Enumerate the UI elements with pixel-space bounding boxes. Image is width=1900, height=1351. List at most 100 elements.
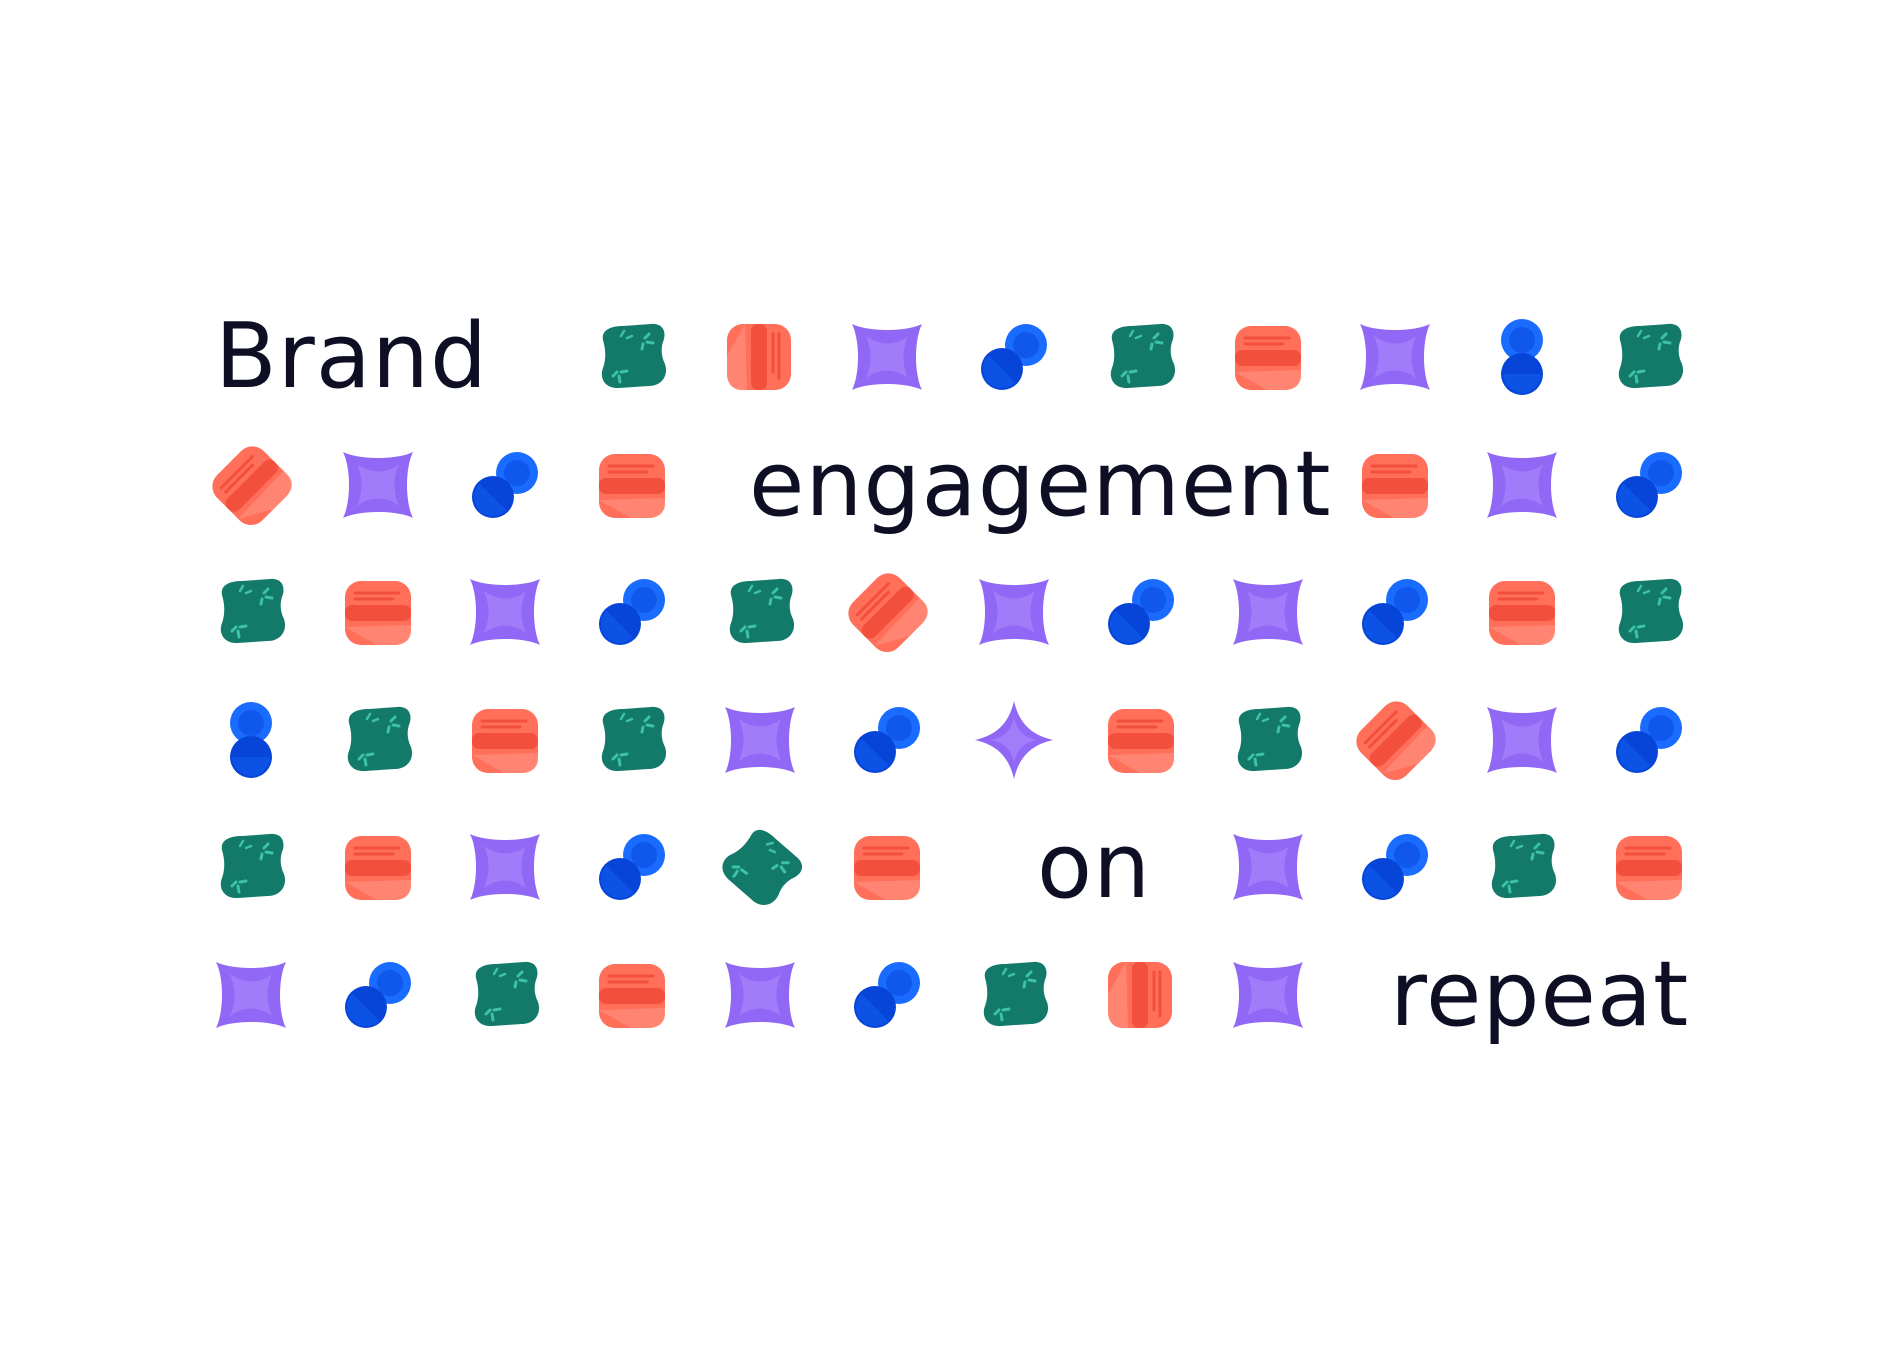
coral-stack-icon — [337, 571, 419, 653]
green-blob-shape — [601, 706, 667, 772]
purple-star-shape — [470, 834, 540, 900]
blue-pair-d-shape — [598, 833, 666, 901]
purple-star-icon — [1354, 316, 1436, 398]
blue-pair-d-icon — [591, 571, 673, 653]
blue-pair-d-icon — [846, 954, 928, 1036]
green-blob-tilt-icon — [719, 826, 803, 908]
coral-stack-shape — [1489, 581, 1555, 645]
green-blob-icon — [1608, 316, 1690, 398]
coral-stack-icon — [464, 699, 546, 781]
coral-stack-tilt-icon — [210, 444, 292, 526]
coral-stack-icon — [591, 444, 673, 526]
coral-stack-shape — [345, 581, 411, 645]
coral-stack-icon — [337, 826, 419, 908]
coral-stack-icon — [591, 954, 673, 1036]
purple-star-shape — [1360, 324, 1430, 390]
blue-pair-d-icon — [846, 699, 928, 781]
blue-pair-d-shape — [1615, 451, 1683, 519]
green-blob-icon — [210, 826, 292, 908]
purple-star-icon — [464, 571, 546, 653]
coral-stack-shape — [599, 964, 665, 1028]
purple-star-shape — [725, 962, 795, 1028]
blue-pair-d-icon — [1354, 571, 1436, 653]
green-blob-icon — [464, 954, 546, 1036]
blue-pair-d-shape — [853, 706, 921, 774]
purple-star-icon — [846, 316, 928, 398]
green-blob-icon — [1608, 571, 1690, 653]
coral-stack-tilt-shape — [212, 446, 292, 526]
blue-pair-d-shape — [853, 961, 921, 1029]
blue-pair-d-shape — [1361, 833, 1429, 901]
blue-pair-d-icon — [337, 954, 419, 1036]
green-blob-shape — [1491, 833, 1557, 899]
blue-pair-d-shape — [344, 961, 412, 1029]
blue-pair-d-shape — [598, 578, 666, 646]
purple-star-icon — [1227, 954, 1309, 1036]
headline-word-4: repeat — [1390, 942, 1690, 1047]
green-blob-icon — [1100, 316, 1182, 398]
purple-star-shape — [1233, 962, 1303, 1028]
coral-stack-shape — [1235, 326, 1301, 390]
purple-sparkle-shape — [975, 701, 1053, 779]
purple-star-icon — [1227, 571, 1309, 653]
green-blob-icon — [973, 954, 1055, 1036]
coral-stack-icon — [1227, 316, 1309, 398]
blue-pair-d-shape — [1361, 578, 1429, 646]
coral-stack-v-shape — [1108, 962, 1172, 1028]
coral-stack-icon — [1354, 444, 1436, 526]
green-blob-icon — [1227, 699, 1309, 781]
purple-star-shape — [470, 579, 540, 645]
coral-stack-v-icon — [1100, 954, 1182, 1036]
green-blob-shape — [347, 706, 413, 772]
purple-star-shape — [1233, 579, 1303, 645]
blue-pair-d-icon — [464, 444, 546, 526]
coral-stack-v-shape — [727, 324, 791, 390]
blue-pair-v-shape — [1501, 319, 1543, 395]
blue-pair-d-icon — [591, 826, 673, 908]
blue-pair-d-icon — [1608, 699, 1690, 781]
purple-star-icon — [1481, 699, 1563, 781]
coral-stack-tilt-shape — [1356, 701, 1436, 781]
coral-stack-shape — [854, 836, 920, 900]
purple-star-icon — [719, 954, 801, 1036]
green-blob-icon — [1481, 826, 1563, 908]
coral-stack-icon — [846, 826, 928, 908]
purple-star-shape — [216, 962, 286, 1028]
coral-stack-shape — [599, 454, 665, 518]
green-blob-shape — [220, 578, 286, 644]
coral-stack-tilt-shape — [848, 573, 928, 653]
green-blob-icon — [591, 699, 673, 781]
green-blob-shape — [474, 961, 540, 1027]
coral-stack-tilt-icon — [846, 571, 928, 653]
green-blob-shape — [1618, 578, 1684, 644]
blue-pair-d-icon — [1100, 571, 1182, 653]
blue-pair-v-shape — [230, 702, 272, 778]
green-blob-shape — [601, 323, 667, 389]
coral-stack-shape — [1108, 709, 1174, 773]
coral-stack-v-icon — [719, 316, 801, 398]
purple-star-shape — [979, 579, 1049, 645]
purple-star-shape — [1487, 707, 1557, 773]
coral-stack-icon — [1100, 699, 1182, 781]
blue-pair-d-icon — [1354, 826, 1436, 908]
green-blob-shape — [1618, 323, 1684, 389]
purple-star-icon — [337, 444, 419, 526]
green-blob-icon — [719, 571, 801, 653]
blue-pair-d-shape — [980, 323, 1048, 391]
purple-star-icon — [1481, 444, 1563, 526]
green-blob-icon — [210, 571, 292, 653]
green-blob-icon — [337, 699, 419, 781]
coral-stack-shape — [1616, 836, 1682, 900]
green-blob-shape — [220, 833, 286, 899]
blue-pair-d-icon — [973, 316, 1055, 398]
coral-stack-icon — [1608, 826, 1690, 908]
green-blob-shape — [729, 578, 795, 644]
coral-stack-shape — [1362, 454, 1428, 518]
green-blob-shape — [983, 961, 1049, 1027]
purple-star-shape — [1233, 834, 1303, 900]
coral-stack-tilt-icon — [1354, 699, 1436, 781]
headline-word-1: Brand — [215, 304, 489, 409]
coral-stack-shape — [472, 709, 538, 773]
blue-pair-d-shape — [1615, 706, 1683, 774]
